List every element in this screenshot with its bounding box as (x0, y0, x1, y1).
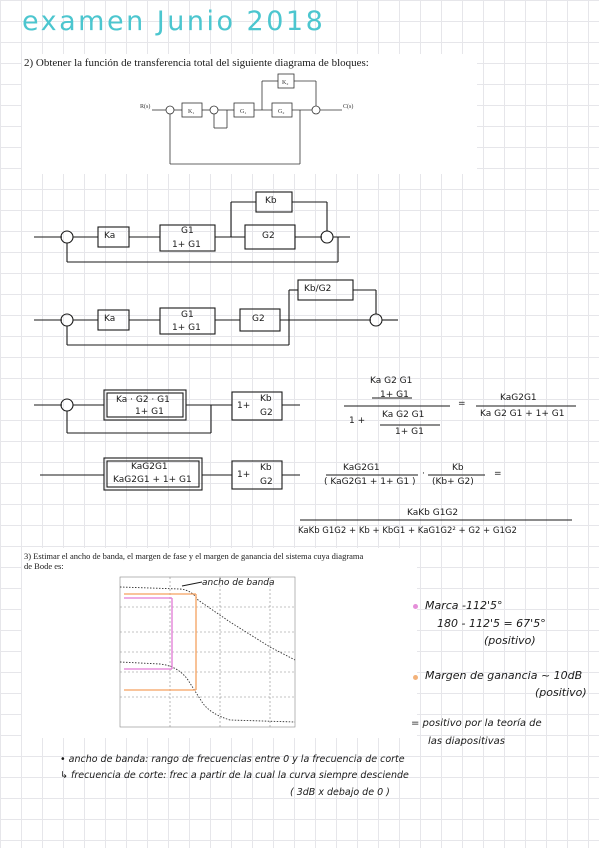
step3-fraction-lines (344, 397, 576, 426)
theory-line1: = positivo por la teoría de (411, 718, 542, 729)
step4-prod-den2: (Kb+ G2) (432, 477, 474, 487)
svg-text:K₁: K₁ (188, 109, 194, 115)
definition-line2: ↳ frecuencia de corte: frec a partir de … (60, 770, 409, 781)
eq1-den-top: Ka G2 G1 (382, 410, 425, 420)
svg-text:C(s): C(s) (343, 103, 353, 110)
gain-marker-dot (413, 675, 418, 680)
q2-statement: 2) Obtener la función de transferencia t… (24, 57, 369, 69)
step4-prod-den1: ( KaG2G1 + 1+ G1 ) (324, 477, 416, 487)
step2-block-ka: Ka (104, 314, 116, 324)
step4-final-den: KaKb G1G2 + Kb + KbG1 + KaG1G2² + G2 + G… (298, 526, 517, 536)
q3-printed-figure: 3) Estimar el ancho de banda, el margen … (22, 548, 417, 738)
phase-line2: 180 - 112'5 = 67'5° (437, 617, 546, 630)
step1-block-kb: Kb (265, 196, 277, 206)
svg-text:K₂: K₂ (282, 80, 288, 86)
page-title: examen Junio 2018 (22, 6, 326, 37)
eq1-res-num: KaG2G1 (500, 393, 537, 403)
step1-block-g2: G2 (262, 231, 275, 241)
step4-final-num: KaKb G1G2 (407, 508, 459, 518)
gain-line2: (positivo) (535, 686, 587, 699)
step3-block-den: 1+ G1 (135, 407, 164, 417)
eq1-big-num-top: Ka G2 G1 (370, 376, 413, 386)
eq1-den-bottom: 1+ G1 (395, 427, 424, 437)
eq1-big-num-bottom: 1+ G1 (380, 390, 409, 400)
step1-block-ka: Ka (104, 231, 116, 241)
theory-line2: las diapositivas (428, 736, 505, 747)
printed-block-diagram: R(s) C(s) K₁ G₁ K₂ G₂ (140, 73, 353, 165)
bandwidth-label: ancho de banda (202, 578, 275, 588)
phase-line1: Marca -112'5° (425, 599, 503, 612)
step4-diagram (40, 457, 300, 491)
eq1-equals: = (458, 399, 466, 409)
gain-line1: Margen de ganancia ~ 10dB (425, 669, 583, 682)
eq1-den-prefix: 1 + (349, 416, 366, 426)
eq1-res-den: Ka G2 G1 + 1+ G1 (480, 409, 565, 419)
step2-block-1g1: 1+ G1 (172, 323, 201, 333)
step4-prod-num1: KaG2G1 (343, 463, 380, 473)
step2-block-g1: G1 (181, 310, 194, 320)
step2-block-kbg2: Kb/G2 (304, 284, 332, 294)
q3-statement-line1: 3) Estimar el ancho de banda, el margen … (24, 551, 364, 561)
step4-fraction-lines (300, 474, 572, 521)
step3-block2-pre: 1+ (237, 401, 251, 411)
step4-block-num: KaG2G1 (131, 462, 168, 472)
definition-line3: ( 3dB x debajo de 0 ) (290, 787, 390, 798)
svg-text:G₂: G₂ (278, 109, 284, 115)
step4-prod-num2: Kb (452, 463, 464, 473)
step1-block-1g1: 1+ G1 (172, 240, 201, 250)
step1-diagram (34, 191, 350, 263)
phase-marker-dot (413, 604, 418, 609)
bode-plot (119, 576, 296, 728)
step4-dot: · (422, 469, 425, 479)
step3-diagram (34, 389, 300, 434)
step2-diagram (34, 279, 398, 346)
step4-block-den: KaG2G1 + 1+ G1 (113, 475, 192, 485)
step3-block2-num: Kb (260, 394, 272, 404)
step4-block2-pre: 1+ (237, 470, 251, 480)
q2-printed-figure: 2) Obtener la función de transferencia t… (22, 54, 477, 174)
svg-text:R(s): R(s) (140, 103, 150, 110)
step3-block2-den: G2 (260, 408, 273, 418)
definition-line1: • ancho de banda: rango de frecuencias e… (60, 754, 405, 765)
step4-block2-den: G2 (260, 477, 273, 487)
step4-equals: = (494, 469, 502, 479)
step4-block2-num: Kb (260, 463, 272, 473)
step2-block-g2: G2 (252, 314, 265, 324)
step1-block-g1: G1 (181, 226, 194, 236)
svg-text:G₁: G₁ (240, 109, 246, 115)
step3-block-num: Ka · G2 · G1 (116, 395, 170, 405)
phase-line3: (positivo) (484, 634, 536, 647)
q3-statement-line2: de Bode es: (24, 561, 64, 571)
